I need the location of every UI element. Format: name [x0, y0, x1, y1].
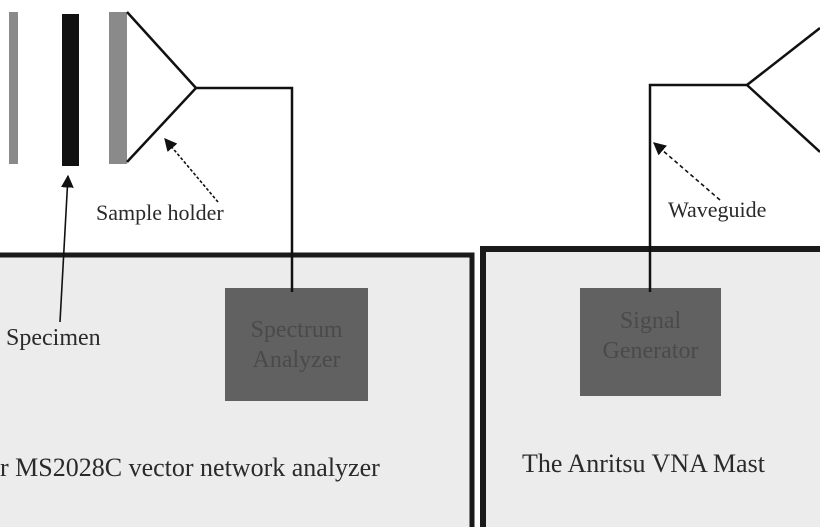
waveguide-label: Waveguide: [668, 197, 767, 222]
sample-plate-right: [109, 12, 127, 164]
specimen-label: Specimen: [6, 325, 101, 351]
waveguide-arrow: [653, 142, 721, 201]
sample-holder-label: Sample holder: [96, 200, 224, 225]
sample-holder-arrow: [164, 138, 219, 203]
left-cable: [196, 86, 294, 292]
signal-generator-label: Signal Generator: [580, 306, 721, 366]
right-cable: [648, 83, 747, 292]
left-horn-antenna: [126, 11, 198, 163]
spectrum-analyzer-line2: Analyzer: [252, 347, 341, 373]
specimen-arrow: [59, 174, 74, 323]
signal-generator-line1: Signal: [619, 308, 682, 334]
right-horn-antenna: [745, 27, 820, 153]
sample-plate-left: [9, 12, 18, 164]
specimen-bar: [62, 14, 79, 166]
spectrum-analyzer-label: Spectrum Analyzer: [225, 315, 368, 375]
spectrum-analyzer-line1: Spectrum: [250, 317, 343, 343]
right-panel-caption: The Anritsu VNA Mast: [522, 449, 765, 478]
signal-generator-line2: Generator: [602, 338, 699, 364]
spectrum-analyzer-box: [225, 288, 368, 401]
left-panel-caption: r MS2028C vector network analyzer: [0, 453, 380, 482]
signal-generator-box: [580, 288, 721, 396]
